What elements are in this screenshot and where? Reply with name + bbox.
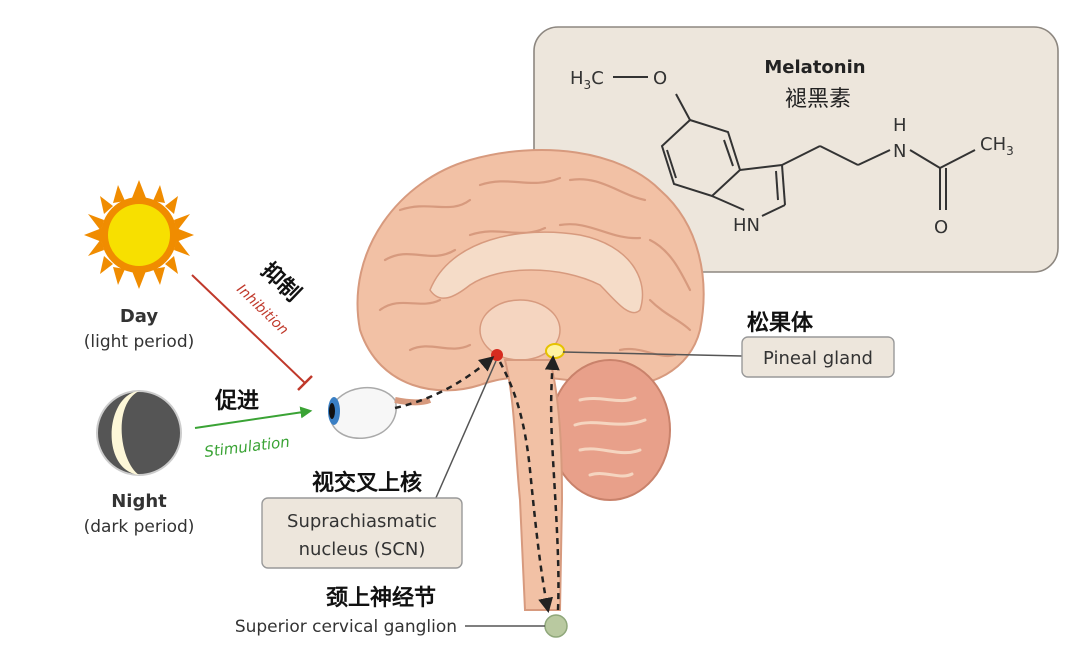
brain-illustration bbox=[356, 149, 705, 638]
pineal-pointer bbox=[562, 351, 743, 357]
ganglion-dot bbox=[544, 614, 568, 638]
neural-pathway bbox=[394, 355, 560, 613]
scn-dot bbox=[491, 349, 503, 361]
night-sublabel: (dark period) bbox=[84, 517, 195, 537]
sun-icon bbox=[84, 180, 194, 289]
day-label: Day bbox=[120, 306, 159, 327]
melatonin-title: Melatonin bbox=[764, 57, 865, 78]
stimulation-label-zh: 促进 bbox=[214, 389, 259, 414]
amide-h: H bbox=[893, 115, 907, 136]
day-sublabel: (light period) bbox=[84, 332, 195, 352]
ether-oxygen: O bbox=[653, 68, 667, 89]
stimulation-arrow bbox=[194, 406, 313, 429]
night-label: Night bbox=[111, 491, 167, 512]
amide-n: N bbox=[893, 141, 906, 162]
inhibition-arrow bbox=[191, 274, 313, 391]
pineal-label-en: Pineal gland bbox=[763, 348, 873, 369]
scn-pointer bbox=[434, 360, 497, 501]
carbonyl-oxygen: O bbox=[934, 217, 948, 238]
scn-label-zh: 视交叉上核 bbox=[312, 470, 422, 496]
eye-icon bbox=[328, 386, 432, 439]
pineal-label-box bbox=[741, 336, 895, 378]
pineal-label-zh: 松果体 bbox=[747, 311, 814, 336]
melatonin-title-zh: 褪黑素 bbox=[785, 87, 851, 112]
methoxy-group: H3C bbox=[570, 68, 604, 92]
scn-label-en-1: Suprachiasmatic bbox=[287, 511, 437, 532]
pineal-dot bbox=[545, 343, 565, 359]
indole-hn: HN bbox=[733, 215, 760, 236]
ganglion-label-zh: 颈上神经节 bbox=[326, 585, 436, 611]
stimulation-label-en: Stimulation bbox=[203, 433, 290, 461]
moon-icon bbox=[96, 390, 182, 476]
ganglion-label-en: Superior cervical ganglion bbox=[235, 617, 457, 637]
scn-label-box bbox=[261, 497, 463, 569]
scn-label-en-2: nucleus (SCN) bbox=[299, 539, 426, 560]
melatonin-structure bbox=[613, 76, 976, 217]
